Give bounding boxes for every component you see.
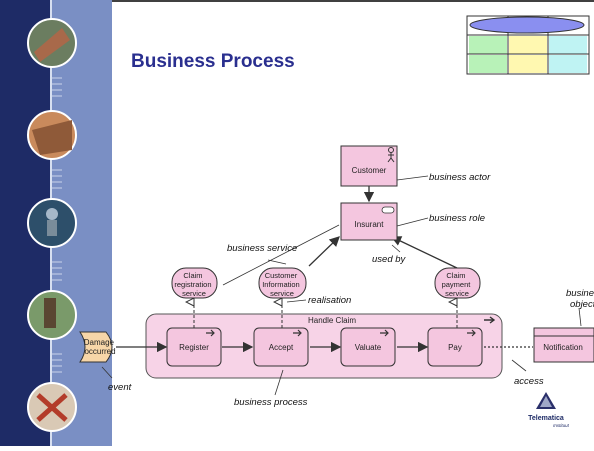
cis-line-1: Customer — [265, 271, 298, 280]
register-step: Register — [166, 327, 222, 367]
annotation-realisation: realisation — [308, 295, 351, 306]
crs-line-1: Claim — [183, 271, 202, 280]
customer-information-service: Customer Information service — [258, 267, 307, 299]
connectors — [116, 170, 533, 353]
cps-line-1: Claim — [446, 271, 465, 280]
annotation-business-actor: business actor — [429, 172, 491, 183]
annotation-used-by: used by — [372, 254, 407, 265]
annotation-lines — [101, 175, 582, 396]
damage-line-1: Damage — [84, 338, 115, 347]
crs-line-3: service — [182, 289, 206, 298]
annotation-business-role: business role — [429, 213, 485, 224]
crs-line-2: registration — [174, 280, 211, 289]
annotation-business-process: business process — [234, 397, 308, 408]
page-title: Business Process — [131, 51, 295, 72]
annotation-business-service: business service — [227, 243, 297, 254]
customer-label: Customer — [352, 166, 387, 175]
annotation-business-object-2: object — [570, 299, 594, 310]
annotation-access: access — [514, 376, 544, 387]
svg-text:Customer Information: Customer Information service — [262, 271, 302, 298]
actor-icon — [387, 147, 395, 163]
photo-circle-4 — [27, 290, 77, 340]
pay-label: Pay — [448, 343, 462, 352]
register-label: Register — [179, 343, 209, 352]
cis-line-3: service — [270, 289, 294, 298]
realisation-links — [194, 302, 458, 328]
accept-step: Accept — [253, 327, 309, 367]
notification-label: Notification — [543, 343, 583, 352]
insurant-label: Insurant — [355, 220, 385, 229]
notification-object: Notification — [533, 327, 594, 363]
claim-payment-service: Claim payment service — [434, 267, 481, 299]
valuate-label: Valuate — [355, 343, 382, 352]
insurant-node: Insurant — [340, 202, 398, 241]
pay-step: Pay — [427, 327, 483, 367]
cps-line-3: service — [445, 289, 469, 298]
customer-node: Customer — [340, 145, 398, 187]
telematica-logo: Telematica Instituut — [528, 392, 570, 428]
handle-claim-label: Handle Claim — [308, 316, 356, 325]
handle-claim-process: Handle Claim — [145, 313, 503, 379]
annotation-business-object-1: business — [566, 288, 594, 299]
valuate-step: Valuate — [340, 327, 396, 367]
svg-text:Claim payment serv: Claim payment service — [442, 271, 473, 298]
damage-occurred-event: Damage occurred — [79, 331, 116, 363]
svg-text:business object: business object — [566, 288, 594, 310]
annotation-event: event — [108, 382, 132, 393]
cps-line-2: payment — [442, 280, 472, 289]
claim-registration-service: Claim registration service — [171, 267, 218, 299]
svg-text:Damage occurred: Damage occurred — [84, 338, 116, 356]
accept-label: Accept — [269, 343, 294, 352]
grid-icon — [466, 15, 590, 75]
cis-line-2: Information — [262, 280, 300, 289]
sidebar — [0, 0, 112, 446]
svg-text:Claim registration: Claim registration service — [174, 271, 213, 298]
photo-circle-2 — [27, 110, 77, 160]
logo-sub: Instituut — [553, 423, 570, 428]
photo-circle-3 — [27, 198, 77, 248]
logo-name: Telematica — [528, 415, 564, 422]
photo-circle-1 — [27, 18, 77, 68]
damage-line-2: occurred — [84, 347, 115, 356]
photo-circle-5 — [27, 382, 77, 432]
